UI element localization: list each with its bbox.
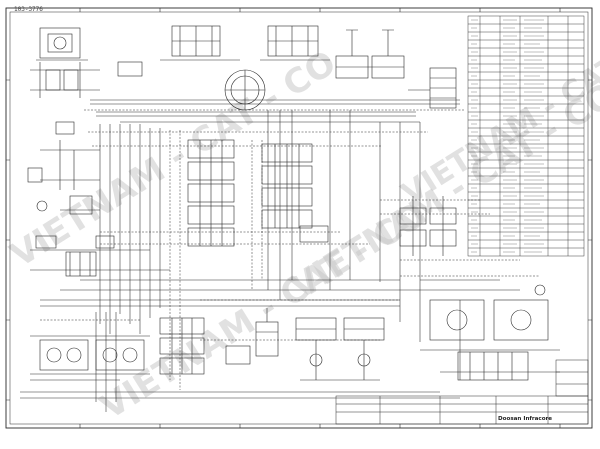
frame-ticks xyxy=(6,8,592,428)
pilot-lines xyxy=(40,109,540,390)
travel-motor-group xyxy=(30,335,150,375)
sheet-border xyxy=(5,7,593,429)
company-name: Doosan Infracore xyxy=(498,416,552,422)
title-block xyxy=(335,359,589,425)
control-valve-top-center xyxy=(117,25,330,77)
valve-group-top-right xyxy=(335,29,457,109)
travel-control-valve xyxy=(159,317,251,375)
parts-list-table xyxy=(467,15,585,257)
drawing-reference: 103-3776 xyxy=(14,6,43,13)
pump-assembly-top-left xyxy=(30,27,100,98)
inner-border xyxy=(9,11,589,425)
left-mid-components xyxy=(27,121,115,277)
right-mid-valve-group xyxy=(399,196,457,256)
pump-assembly-bottom-right xyxy=(429,284,549,381)
parts-list-entries xyxy=(471,19,544,253)
main-control-valve-left xyxy=(187,139,235,247)
cylinder-group-bottom xyxy=(255,308,385,381)
main-control-valve-right xyxy=(261,143,329,243)
